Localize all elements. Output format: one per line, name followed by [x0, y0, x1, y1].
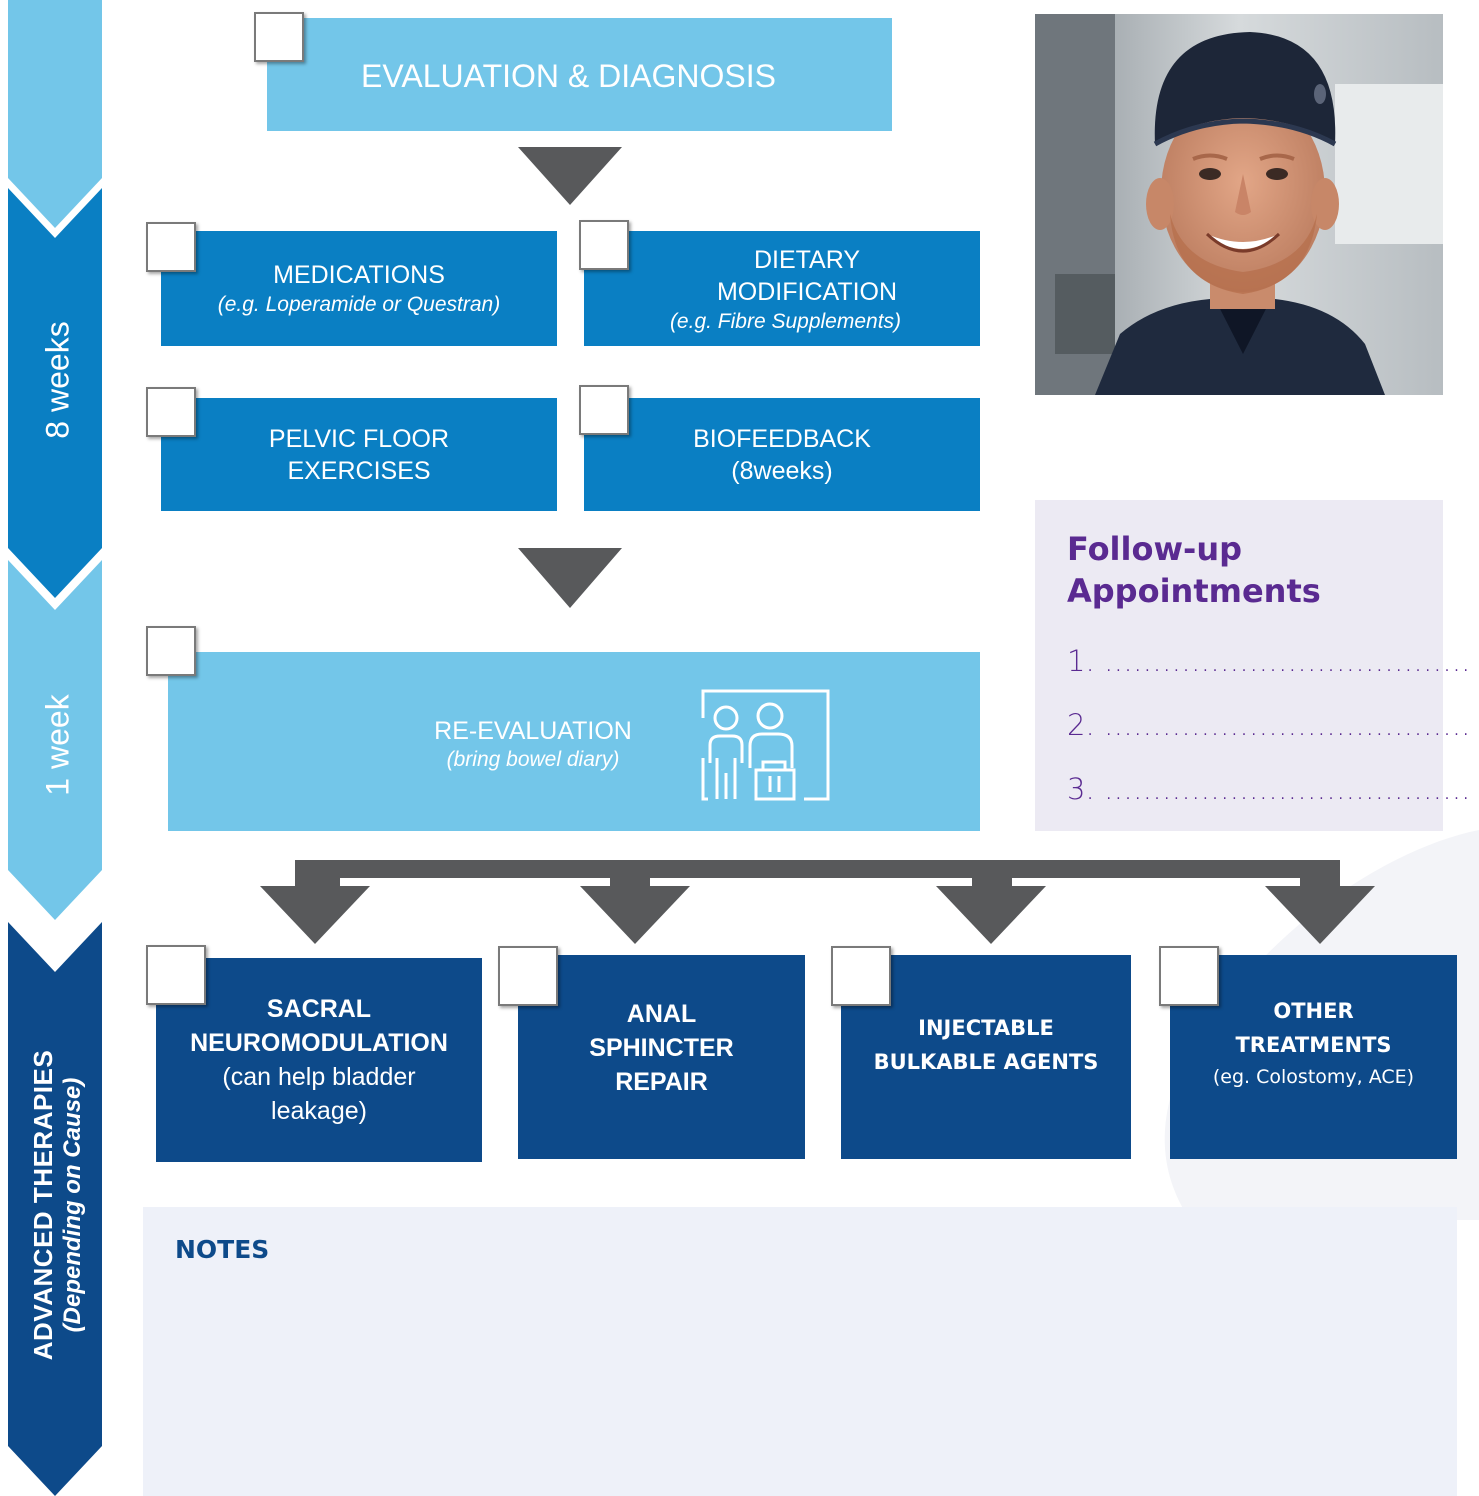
follow-up-panel: Follow-up Appointments 1. ………………………………..…: [1035, 500, 1471, 831]
pelvic-line2: EXERCISES: [287, 456, 431, 485]
follow-up-title-line2: Appointments: [1067, 572, 1321, 610]
checkbox-other[interactable]: [1159, 946, 1219, 1006]
checkbox-injectable[interactable]: [831, 946, 891, 1006]
reevaluation-box: RE-EVALUATION (bring bowel diary): [168, 652, 980, 831]
branch-arrows: [260, 860, 1375, 944]
arrow-down-1: [518, 147, 622, 205]
surgeon-photo: [1035, 14, 1443, 395]
medications-title: MEDICATIONS: [273, 260, 445, 289]
follow-up-item-2[interactable]: 2. ………………………………..: [1067, 708, 1471, 742]
consultation-people-icon: [701, 689, 830, 801]
biofeedback-box: BIOFEEDBACK (8weeks): [584, 398, 980, 511]
evaluation-diagnosis-box: EVALUATION & DIAGNOSIS: [267, 18, 892, 131]
sacral-line4: leakage): [271, 1097, 367, 1125]
timeline-bar: [8, 0, 102, 1496]
checkbox-anal[interactable]: [498, 946, 558, 1006]
pelvic-floor-box: PELVIC FLOOR EXERCISES: [161, 398, 557, 511]
timeline-label-8weeks: 8 weeks: [39, 321, 76, 439]
depending-on-cause-label: (Depending on Cause): [59, 1077, 86, 1333]
checkbox-evaluation[interactable]: [254, 12, 304, 62]
pelvic-line1: PELVIC FLOOR: [268, 424, 450, 453]
sacral-line3: (can help bladder: [222, 1063, 416, 1091]
sacral-line1: SACRAL: [266, 995, 372, 1023]
biofeedback-line2: (8weeks): [731, 456, 833, 485]
reevaluation-title: RE-EVALUATION: [434, 716, 632, 745]
dietary-subtitle: (e.g. Fibre Supplements): [669, 309, 902, 333]
biofeedback-line1: BIOFEEDBACK: [693, 424, 871, 453]
other-line3: (eg. Colostomy, ACE): [1212, 1066, 1415, 1088]
dietary-title-line2: MODIFICATION: [716, 277, 898, 306]
follow-up-item-3[interactable]: 3. ………………………………..: [1067, 772, 1471, 806]
anal-line1: ANAL: [626, 1000, 697, 1028]
medications-box: MEDICATIONS (e.g. Loperamide or Questran…: [161, 231, 557, 346]
timeline-stage-advanced: [8, 922, 102, 1496]
sacral-line2: NEUROMODULATION: [190, 1029, 448, 1057]
follow-up-item-1[interactable]: 1. ………………………………..: [1067, 644, 1471, 678]
follow-up-title-line1: Follow-up: [1067, 530, 1242, 568]
anal-line3: REPAIR: [615, 1068, 708, 1096]
checkbox-dietary[interactable]: [579, 220, 629, 270]
injectable-line1: INJECTABLE: [918, 1016, 1054, 1040]
other-line2: TREATMENTS: [1235, 1033, 1392, 1057]
notes-area[interactable]: NOTES: [143, 1207, 1457, 1496]
checkbox-reevaluation[interactable]: [146, 626, 196, 676]
reevaluation-subtitle: (bring bowel diary): [446, 747, 620, 771]
timeline-label-1week: 1 week: [39, 694, 76, 796]
anal-line2: SPHINCTER: [589, 1034, 734, 1062]
checkbox-sacral[interactable]: [146, 945, 206, 1005]
sacral-neuromodulation-box: SACRAL NEUROMODULATION (can help bladder…: [156, 958, 482, 1162]
other-line1: OTHER: [1273, 999, 1354, 1023]
checkbox-pelvic[interactable]: [146, 387, 196, 437]
checkbox-biofeedback[interactable]: [579, 385, 629, 435]
advanced-therapies-label: ADVANCED THERAPIES: [28, 1049, 58, 1361]
dietary-title-line1: DIETARY: [753, 245, 861, 274]
notes-title: NOTES: [175, 1235, 270, 1264]
timeline-label-advanced: ADVANCED THERAPIES (Depending on Cause): [28, 1050, 88, 1360]
checkbox-medications[interactable]: [146, 222, 196, 272]
evaluation-title: EVALUATION & DIAGNOSIS: [361, 58, 776, 94]
medications-subtitle: (e.g. Loperamide or Questran): [217, 292, 501, 316]
dietary-box: DIETARY MODIFICATION (e.g. Fibre Supplem…: [584, 231, 980, 346]
arrow-down-2: [518, 548, 622, 608]
injectable-line2: BULKABLE AGENTS: [873, 1050, 1099, 1074]
timeline-stage-1week: [8, 560, 102, 920]
timeline-stage-eval: [8, 0, 102, 228]
timeline-stage-8weeks: [8, 188, 102, 598]
anal-sphincter-box: ANAL SPHINCTER REPAIR: [518, 955, 805, 1159]
